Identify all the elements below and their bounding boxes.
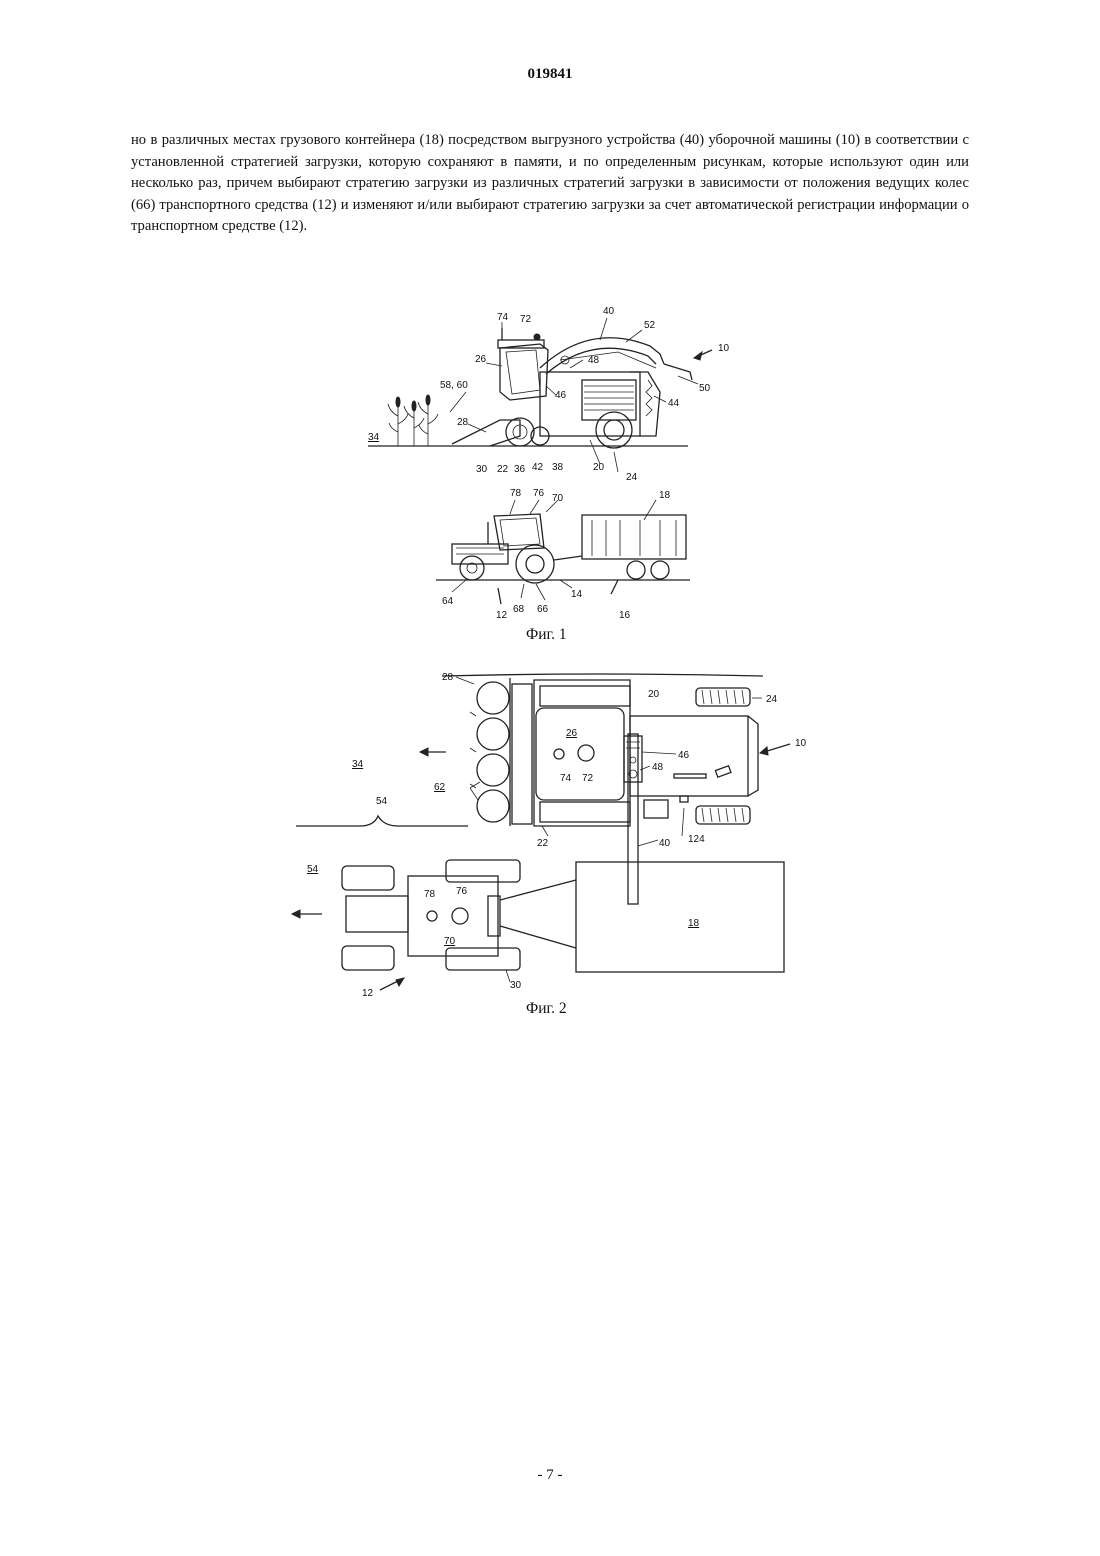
fig2-label-34: 34 bbox=[352, 759, 364, 770]
leader-28 bbox=[456, 677, 474, 684]
fig1-label-58-60: 58, 60 bbox=[440, 380, 468, 391]
fig1-label-42: 42 bbox=[532, 462, 544, 473]
fig1-label-10: 10 bbox=[718, 343, 730, 354]
fig2-label-22: 22 bbox=[537, 838, 549, 849]
harvester-body bbox=[540, 372, 660, 448]
fig1-label-24: 24 bbox=[626, 472, 638, 483]
fig2-label-48: 48 bbox=[652, 762, 664, 773]
fig1-label-34: 34 bbox=[368, 432, 380, 443]
leader-46 bbox=[642, 752, 676, 754]
fig1-label-18: 18 bbox=[659, 490, 671, 501]
figure-2-caption: Фиг. 2 bbox=[526, 1000, 567, 1018]
field-edge-top bbox=[442, 674, 763, 676]
fig1-label-40: 40 bbox=[603, 306, 615, 317]
fig1-label-76: 76 bbox=[533, 488, 545, 499]
fig2-label-40: 40 bbox=[659, 838, 671, 849]
fig2-label-72: 72 bbox=[582, 773, 594, 784]
fig1-label-68: 68 bbox=[513, 604, 525, 615]
drawbar bbox=[500, 880, 576, 948]
tractor-top bbox=[342, 860, 520, 970]
tractor-side bbox=[452, 514, 554, 583]
fig1-label-52: 52 bbox=[644, 320, 656, 331]
fig2-label-26: 26 bbox=[566, 728, 578, 739]
leader-124 bbox=[682, 808, 684, 836]
fig1-label-26: 26 bbox=[475, 354, 487, 365]
sensor-74 bbox=[554, 749, 564, 759]
fig1-label-50: 50 bbox=[699, 383, 711, 394]
fig1-label-28: 28 bbox=[457, 417, 469, 428]
header-rollers bbox=[470, 682, 509, 822]
fig2-label-46: 46 bbox=[678, 750, 690, 761]
fig1-label-36: 36 bbox=[514, 464, 526, 475]
fig1-label-22: 22 bbox=[497, 464, 509, 475]
harvester-top bbox=[512, 680, 758, 826]
sensor-72 bbox=[578, 745, 594, 761]
fig2-label-54-top: 54 bbox=[376, 796, 388, 807]
fig1-label-66: 66 bbox=[537, 604, 549, 615]
fig2-label-24: 24 bbox=[766, 694, 778, 705]
fig1-label-16: 16 bbox=[619, 610, 631, 621]
fig2-label-30: 30 bbox=[510, 980, 522, 991]
fig1-label-72: 72 bbox=[520, 314, 532, 325]
fig2-label-76: 76 bbox=[456, 886, 468, 897]
trailer-container-18 bbox=[576, 862, 784, 972]
fig1-leaders bbox=[450, 318, 698, 472]
leader-40 bbox=[638, 840, 658, 846]
fig1-label-46: 46 bbox=[555, 390, 567, 401]
fig1-label-74: 74 bbox=[497, 312, 509, 323]
fig2-label-78: 78 bbox=[424, 889, 436, 900]
figure-1-caption: Фиг. 1 bbox=[526, 626, 567, 644]
fig1-label-64: 64 bbox=[442, 596, 454, 607]
fig1-label-38: 38 bbox=[552, 462, 564, 473]
fig2-label-70: 70 bbox=[444, 936, 456, 947]
fig2-label-12: 12 bbox=[362, 988, 374, 999]
fig2-label-18: 18 bbox=[688, 918, 700, 929]
page-number: - 7 - bbox=[0, 1467, 1100, 1484]
field-edge-54 bbox=[296, 816, 468, 826]
spout-top bbox=[624, 734, 642, 904]
fig1-label-44: 44 bbox=[668, 398, 680, 409]
rear-tyres bbox=[696, 688, 750, 824]
fig1-label-30: 30 bbox=[476, 464, 488, 475]
fig2-label-28: 28 bbox=[442, 672, 454, 683]
fig1-label-20: 20 bbox=[593, 462, 605, 473]
fig2-label-124: 124 bbox=[688, 834, 705, 845]
fig2-label-10: 10 bbox=[795, 738, 807, 749]
fig1-label-12: 12 bbox=[496, 610, 508, 621]
fig1-label-70: 70 bbox=[552, 493, 564, 504]
fig1-label-14: 14 bbox=[571, 589, 583, 600]
fig2-label-20: 20 bbox=[648, 689, 660, 700]
fig1-label-78: 78 bbox=[510, 488, 522, 499]
fig1-label-48: 48 bbox=[588, 355, 600, 366]
fig2-label-54-bottom: 54 bbox=[307, 864, 319, 875]
discharge-spout bbox=[540, 338, 692, 380]
fig2-label-62: 62 bbox=[434, 782, 446, 793]
leader-22 bbox=[542, 826, 548, 836]
fig2-label-74: 74 bbox=[560, 773, 572, 784]
trailer-side bbox=[554, 515, 686, 579]
crop-plants bbox=[388, 395, 438, 446]
